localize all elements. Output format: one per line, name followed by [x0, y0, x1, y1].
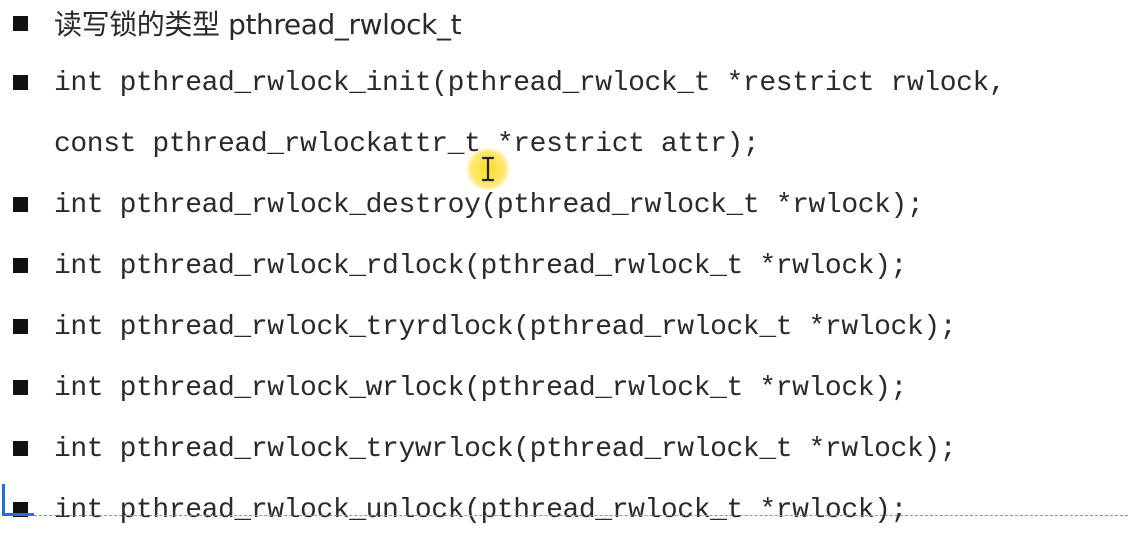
dashed-guide-line: [34, 515, 1128, 516]
text-edit-underline: [2, 513, 34, 516]
list-item-text: int pthread_rwlock_rdlock(pthread_rwlock…: [54, 251, 907, 282]
list-item-text: const pthread_rwlockattr_t *restrict att…: [54, 129, 760, 160]
list-item-text: int pthread_rwlock_destroy(pthread_rwloc…: [54, 190, 924, 221]
list-item-text: int pthread_rwlock_tryrdlock(pthread_rwl…: [54, 312, 957, 343]
square-bullet-icon: [13, 319, 28, 334]
ibeam-cursor-icon: [481, 156, 495, 182]
list-item-text: int pthread_rwlock_init(pthread_rwlock_t…: [54, 68, 1006, 99]
list-item-text: int pthread_rwlock_unlock(pthread_rwlock…: [54, 495, 907, 526]
list-item-text: int pthread_rwlock_trywrlock(pthread_rwl…: [54, 434, 957, 465]
square-bullet-icon: [13, 75, 28, 90]
list-item-text: 读写锁的类型 pthread_rwlock_t: [54, 8, 462, 41]
square-bullet-icon: [13, 197, 28, 212]
text-edit-caret: [2, 484, 5, 516]
list-item-text: int pthread_rwlock_wrlock(pthread_rwlock…: [54, 373, 907, 404]
square-bullet-icon: [13, 380, 28, 395]
square-bullet-icon: [13, 258, 28, 273]
square-bullet-icon: [13, 441, 28, 456]
square-bullet-icon: [13, 16, 28, 31]
